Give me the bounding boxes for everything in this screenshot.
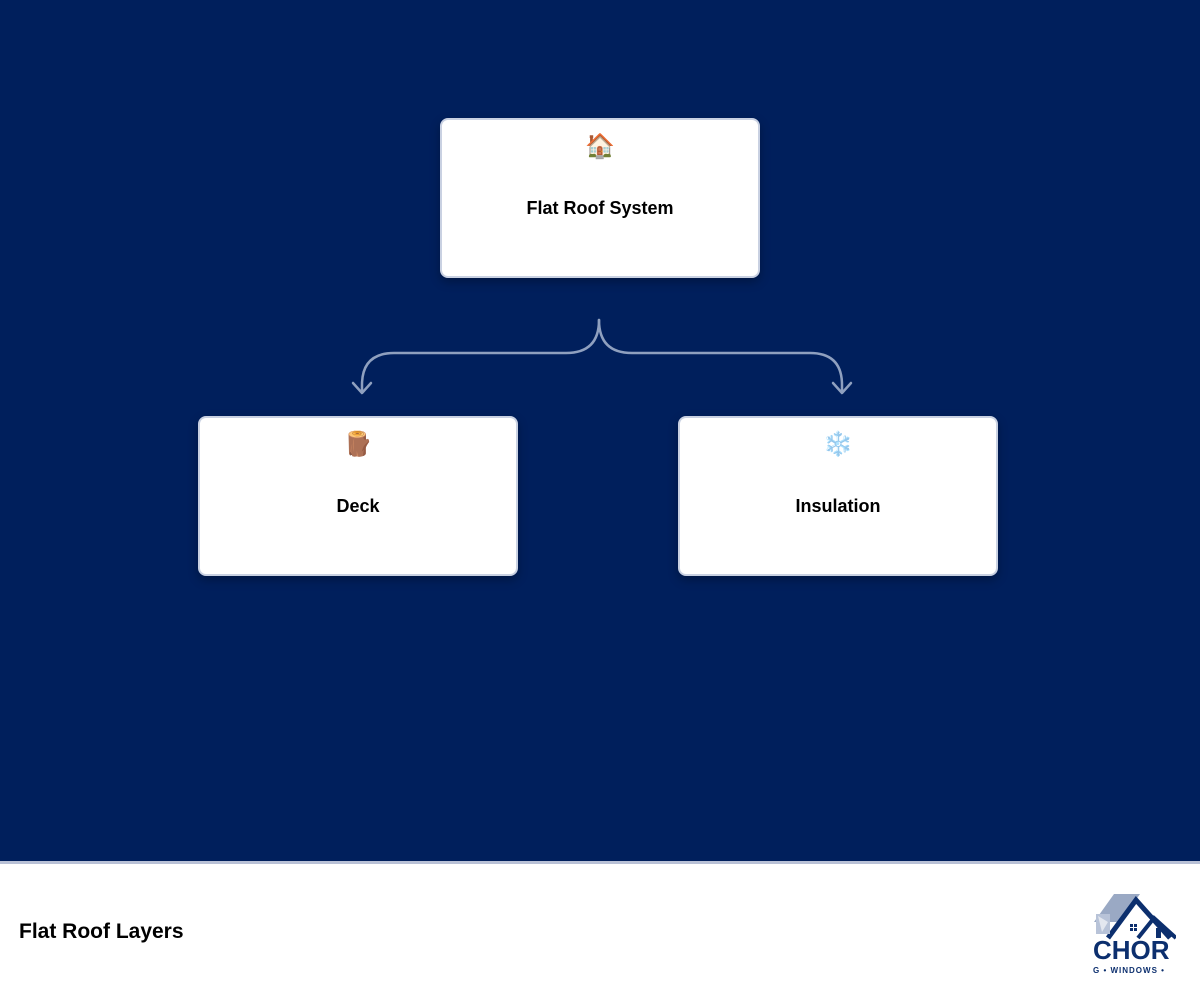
node-insulation: ❄️ Insulation <box>678 416 998 576</box>
logo-wordmark: CHOR <box>1093 935 1170 965</box>
footer: Flat Roof Layers CHOR G • WINDOWS • <box>0 864 1200 1000</box>
node-deck: 🪵 Deck <box>198 416 518 576</box>
connector-root-to-insulation <box>597 318 844 394</box>
logo-tagline: G • WINDOWS • <box>1093 966 1165 975</box>
node-flat-roof-system: 🏠 Flat Roof System <box>440 118 760 278</box>
logo-graphic: CHOR G • WINDOWS • <box>1093 894 1176 975</box>
node-label: Deck <box>336 496 380 516</box>
connector-lines <box>351 318 853 395</box>
connector-root-to-deck <box>360 318 601 394</box>
house-icon: 🏠 <box>585 132 615 160</box>
arrowhead-deck <box>351 381 373 395</box>
company-logo: CHOR G • WINDOWS • <box>1090 892 1176 976</box>
diagram-canvas: 🏠 Flat Roof System 🪵 Deck ❄️ Insulation <box>0 0 1200 861</box>
footer-divider <box>0 861 1200 864</box>
node-label: Flat Roof System <box>526 198 674 218</box>
snowflake-icon: ❄️ <box>823 430 853 458</box>
footer-title: Flat Roof Layers <box>19 920 184 943</box>
wood-icon: 🪵 <box>343 430 373 458</box>
arrowhead-insulation <box>831 381 853 395</box>
node-label: Insulation <box>795 496 881 516</box>
